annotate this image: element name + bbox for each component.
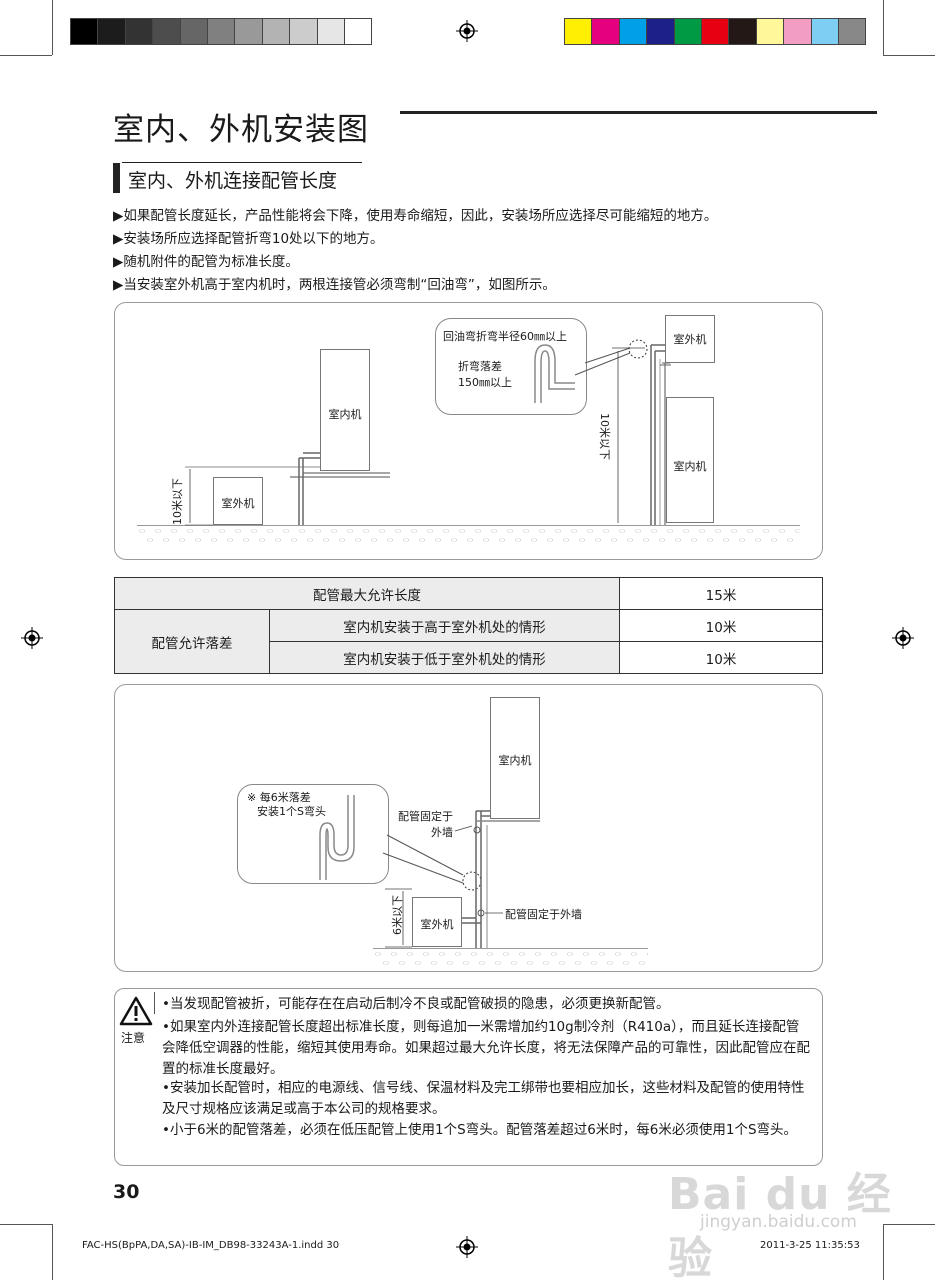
indoor-unit-right: 室内机 bbox=[666, 397, 714, 523]
outdoor-unit-left: 室外机 bbox=[213, 477, 263, 525]
calibration-swatch bbox=[234, 18, 263, 45]
pipe-fixing-note-upper-2: 外墙 bbox=[431, 826, 453, 839]
table-cell: 配管最大允许长度 bbox=[114, 577, 620, 610]
indoor-unit-left: 室内机 bbox=[320, 349, 370, 471]
bullet-item: ▶随机附件的配管为标准长度。 bbox=[113, 254, 299, 270]
table-cell: 10米 bbox=[619, 641, 823, 674]
calibration-swatch bbox=[810, 18, 839, 45]
calibration-swatch bbox=[289, 18, 318, 45]
pipe-lines-left bbox=[185, 452, 390, 526]
crop-mark bbox=[883, 55, 935, 56]
crop-mark bbox=[52, 0, 53, 55]
calibration-swatch bbox=[646, 18, 675, 45]
bullet-item: ▶如果配管长度延长，产品性能将会下降，使用寿命缩短，因此，安装场所应选择尽可能缩… bbox=[113, 208, 718, 224]
baidu-watermark-logo: Bai du 经验 bbox=[668, 1169, 892, 1284]
crop-mark bbox=[883, 1224, 935, 1225]
calibration-swatch bbox=[344, 18, 373, 45]
height-label-right: 10米以下 bbox=[598, 413, 611, 460]
calibration-swatch bbox=[179, 18, 208, 45]
pipe-length-table: 配管最大允许长度 15米 配管允许落差 室内机安装于高于室外机处的情形 10米 … bbox=[114, 577, 823, 674]
oil-trap-radius-note: 回油弯折弯半径60㎜以上 bbox=[443, 330, 567, 343]
table-cell: 10米 bbox=[619, 609, 823, 642]
registration-mark-icon bbox=[456, 1236, 478, 1258]
calibration-swatch bbox=[618, 18, 648, 45]
bullet-item: ▶当安装室外机高于室内机时，两根连接管必须弯制“回油弯”，如图所示。 bbox=[113, 277, 556, 293]
footer-timestamp: 2011-3-25 11:35:53 bbox=[760, 1240, 860, 1251]
caution-item: •安装加长配管时，相应的电源线、信号线、保温材料及完工绑带也要相应加长，这些材料… bbox=[162, 1080, 805, 1117]
calibration-swatch bbox=[124, 18, 154, 45]
oil-trap-callout bbox=[435, 318, 587, 415]
calibration-swatch bbox=[70, 18, 99, 45]
oil-trap-drop-note-2: 150㎜以上 bbox=[458, 376, 512, 389]
calibration-swatch bbox=[755, 18, 785, 45]
crop-mark bbox=[0, 55, 52, 56]
table-cell: 配管允许落差 bbox=[114, 609, 270, 674]
baidu-watermark-url: jingyan.baidu.com bbox=[700, 1212, 857, 1232]
installation-diagram-1: 室内机 室外机 10米以下 回油弯折弯半径60㎜以上 折弯落差 150㎜以上 室… bbox=[114, 302, 823, 560]
calibration-swatch bbox=[673, 18, 702, 45]
caution-label: 注意 bbox=[121, 1031, 146, 1045]
title-rule bbox=[400, 111, 877, 114]
footer-filename: FAC-HS(BpPA,DA,SA)-IB-IM_DB98-33243A-1.i… bbox=[82, 1240, 340, 1251]
s-bend-callout bbox=[237, 784, 389, 884]
table-row: 配管允许落差 室内机安装于高于室外机处的情形 10米 bbox=[114, 609, 823, 674]
calibration-swatch bbox=[97, 18, 126, 45]
table-cell: 15米 bbox=[619, 577, 823, 610]
calibration-swatch bbox=[152, 18, 181, 45]
calibration-swatch bbox=[838, 18, 867, 45]
outdoor-unit-right: 室外机 bbox=[665, 315, 715, 363]
calibration-swatch bbox=[207, 18, 236, 45]
registration-mark-icon bbox=[456, 20, 478, 42]
caution-item: •小于6米的配管落差，必须在低压配管上使用1个S弯头。配管落差超过6米时，每6米… bbox=[162, 1122, 798, 1138]
ground-hatch bbox=[373, 948, 648, 969]
pipe-lines bbox=[319, 795, 540, 948]
calibration-swatch bbox=[701, 18, 730, 45]
section-subtitle: 室内、外机连接配管长度 bbox=[128, 170, 338, 192]
calibration-swatch bbox=[728, 18, 757, 45]
table-row: 配管最大允许长度 15米 bbox=[114, 577, 823, 610]
warning-triangle-icon bbox=[119, 996, 153, 1026]
bullet-item: ▶安装场所应选择配管折弯10处以下的地方。 bbox=[113, 231, 384, 247]
calibration-swatch bbox=[591, 18, 620, 45]
caution-box bbox=[114, 988, 823, 1166]
table-cell: 室内机安装于高于室外机处的情形 bbox=[269, 609, 620, 642]
s-bend-note-1: ※ 每6米落差 bbox=[247, 791, 311, 804]
page-number: 30 bbox=[113, 1181, 140, 1203]
outdoor-unit: 室外机 bbox=[412, 897, 462, 947]
table-row: 室内机安装于低于室外机处的情形 10米 bbox=[115, 641, 823, 674]
crop-mark bbox=[883, 0, 884, 55]
pipe-fixing-note-upper-1: 配管固定于 bbox=[398, 810, 453, 823]
table-cell: 室内机安装于低于室外机处的情形 bbox=[269, 641, 620, 674]
s-bend-note-2: 安装1个S弯头 bbox=[257, 805, 326, 818]
caution-item: •当发现配管被折，可能存在在启动后制冷不良或配管破损的隐患，必须更换新配管。 bbox=[162, 996, 670, 1012]
page-title: 室内、外机安装图 bbox=[113, 112, 369, 148]
crop-mark bbox=[52, 1224, 53, 1280]
registration-mark-icon bbox=[892, 627, 914, 649]
calibration-swatch bbox=[316, 18, 345, 45]
crop-mark bbox=[0, 1224, 52, 1225]
caution-divider bbox=[154, 992, 155, 1014]
oil-trap-pipe-drawing bbox=[534, 339, 671, 525]
ground-hatch bbox=[137, 525, 800, 546]
installation-diagram-2: 室内机 室外机 ※ 每6米落差 安装1个S弯头 配管固定于 外墙 配管固定于外墙… bbox=[114, 684, 823, 972]
crop-mark bbox=[883, 1224, 884, 1280]
calibration-swatch bbox=[783, 18, 812, 45]
indoor-unit: 室内机 bbox=[490, 697, 540, 819]
pipe-fixing-note-lower: 配管固定于外墙 bbox=[505, 908, 582, 921]
subtitle-rule bbox=[122, 162, 362, 163]
subtitle-marker bbox=[113, 163, 120, 193]
oil-trap-drop-note-1: 折弯落差 bbox=[458, 360, 502, 373]
registration-mark-icon bbox=[21, 627, 43, 649]
calibration-swatch bbox=[564, 18, 593, 45]
calibration-swatch bbox=[261, 18, 291, 45]
caution-item: •如果室内外连接配管长度超出标准长度，则每追加一米需增加约10g制冷剂（R410… bbox=[162, 1019, 810, 1077]
